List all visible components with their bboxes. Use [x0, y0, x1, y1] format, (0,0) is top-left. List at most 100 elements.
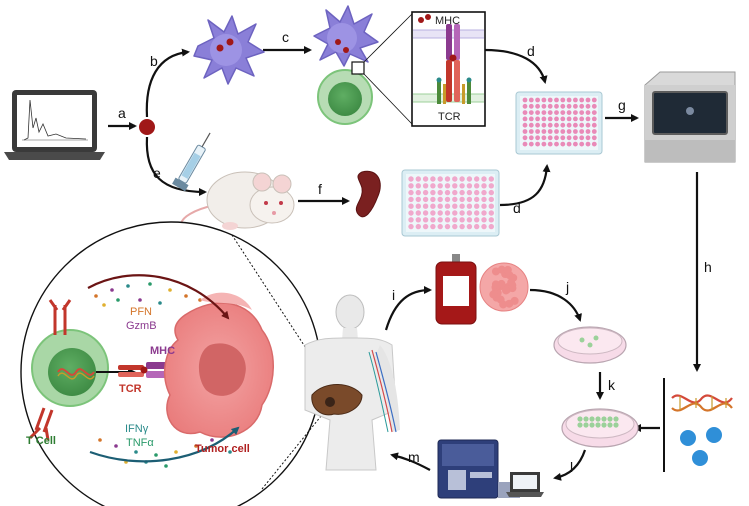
petri-dish-icon	[553, 326, 627, 364]
well	[541, 110, 547, 115]
well	[452, 217, 458, 223]
cytokine-dot	[116, 298, 120, 302]
cytokine-dot	[228, 450, 232, 454]
well	[579, 103, 585, 109]
well	[452, 196, 458, 203]
well	[573, 129, 578, 134]
well-plate-icon	[401, 169, 500, 237]
well	[408, 223, 414, 230]
well	[535, 135, 540, 141]
well	[430, 203, 436, 209]
step-label-i: i	[392, 287, 395, 303]
well	[415, 196, 421, 203]
colony	[607, 422, 613, 428]
well	[591, 110, 597, 115]
zoom-line-bottom	[363, 73, 413, 125]
well	[430, 210, 436, 216]
well	[430, 176, 436, 182]
well	[528, 135, 534, 141]
well	[444, 183, 451, 189]
t-cell-label: T Cell	[26, 435, 56, 447]
well	[541, 103, 547, 109]
step-label-c: c	[282, 29, 289, 45]
well	[415, 183, 421, 189]
colony	[595, 422, 601, 428]
well	[415, 203, 421, 209]
step-label-a: a	[118, 105, 126, 121]
well	[430, 183, 436, 189]
well	[459, 189, 465, 196]
cytokine-dot	[210, 438, 214, 442]
step-label-d-top: d	[527, 43, 535, 59]
well	[579, 122, 585, 128]
well	[579, 135, 585, 141]
well	[566, 129, 572, 134]
cytokine-dot	[102, 303, 106, 307]
step-label-m: m	[408, 449, 420, 465]
mhc-label: MHC	[150, 345, 175, 357]
well	[408, 210, 414, 216]
well	[481, 203, 487, 209]
zoom-line-top	[363, 13, 413, 63]
dendritic-cell-icon	[193, 15, 265, 85]
well-plate-icon	[515, 91, 603, 155]
well	[566, 97, 572, 103]
well	[422, 176, 429, 182]
well	[444, 217, 451, 223]
well	[437, 203, 443, 209]
well	[474, 196, 480, 203]
well	[585, 122, 591, 128]
well	[591, 103, 597, 109]
pfn-label: PFN	[130, 306, 152, 318]
well	[522, 103, 528, 109]
well	[585, 129, 591, 134]
well	[573, 103, 578, 109]
well	[481, 217, 487, 223]
well	[408, 189, 414, 196]
well	[547, 110, 553, 115]
well	[585, 103, 591, 109]
well	[528, 110, 534, 115]
well	[408, 183, 414, 189]
colony	[577, 422, 583, 428]
well	[573, 135, 578, 141]
colony	[577, 416, 583, 422]
cytokine-dot	[148, 282, 152, 286]
cytotoxic-arrow	[87, 274, 230, 320]
well	[488, 196, 494, 203]
well	[579, 110, 585, 115]
well	[408, 176, 414, 182]
well	[444, 196, 451, 203]
colony	[583, 416, 589, 422]
well	[459, 203, 465, 209]
well	[560, 103, 566, 109]
t-cell-large-icon	[31, 329, 109, 407]
cytokine-arrow	[89, 426, 240, 463]
well	[547, 97, 553, 103]
well	[579, 129, 585, 134]
inset-mhc-label: MHC	[435, 15, 460, 27]
step-label-l: l	[570, 459, 573, 475]
colony	[583, 422, 589, 428]
well	[437, 196, 443, 203]
well	[474, 210, 480, 216]
cytokine-dot	[94, 294, 98, 298]
well	[579, 97, 585, 103]
colony	[607, 416, 613, 422]
well	[591, 116, 597, 122]
well	[481, 176, 487, 182]
dendritic-cell-icon	[313, 5, 379, 67]
well	[444, 176, 451, 182]
well	[528, 116, 534, 122]
cytokine-dot	[98, 438, 102, 442]
well	[566, 116, 572, 122]
tumor-lobe	[505, 299, 514, 308]
well	[535, 97, 540, 103]
well	[452, 223, 458, 230]
well	[430, 217, 436, 223]
antibody-icon	[28, 407, 54, 441]
well	[528, 122, 534, 128]
laptop-icon	[4, 90, 105, 160]
well	[452, 210, 458, 216]
well	[528, 97, 534, 103]
